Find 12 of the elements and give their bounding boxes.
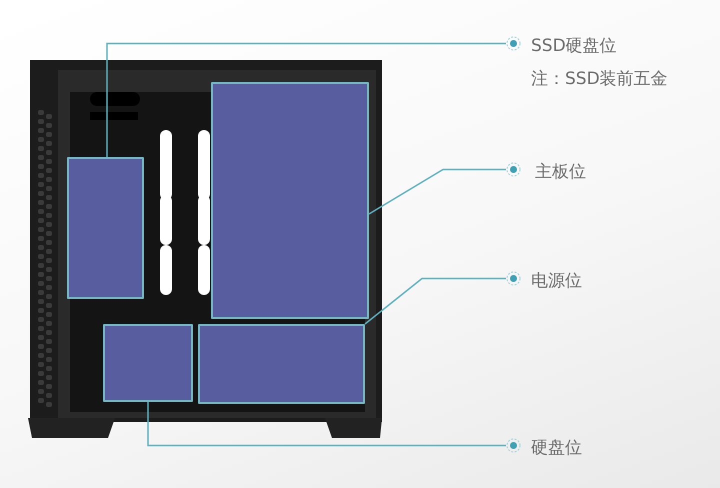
highlight-region (103, 324, 193, 402)
highlight-region (211, 82, 369, 319)
callout-label: 硬盘位 (531, 438, 582, 458)
highlight-region (198, 324, 365, 404)
callout-label: SSD硬盘位 (531, 36, 618, 56)
highlight-region (67, 157, 144, 299)
leader-line (106, 42, 506, 157)
note-text: 注：SSD装前五金 (531, 69, 668, 89)
callout-label: 电源位 (531, 271, 582, 291)
leader-line (147, 402, 506, 446)
callout-label: 主板位 (535, 162, 586, 182)
leader-line (364, 278, 506, 325)
